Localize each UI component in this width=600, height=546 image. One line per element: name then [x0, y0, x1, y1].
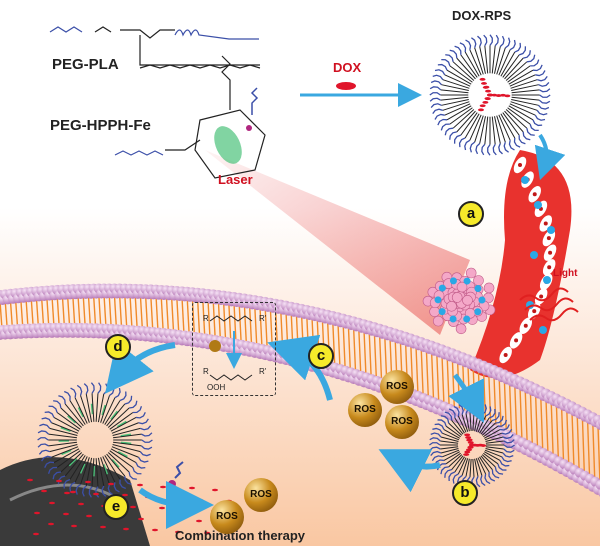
released-dox	[197, 498, 203, 502]
ros-sphere: ROS	[348, 393, 382, 427]
light-label: Light	[553, 268, 578, 279]
released-dox	[56, 479, 62, 483]
released-dox	[137, 483, 143, 487]
ros-sphere: ROS	[380, 370, 414, 404]
nanoparticle-in-cell	[429, 402, 515, 488]
nanoparticle-dot	[543, 276, 551, 284]
released-dox	[64, 491, 70, 495]
lipid-head	[595, 479, 600, 490]
disassembled-nanoparticle	[27, 382, 232, 536]
released-dox	[93, 492, 99, 496]
released-dox	[160, 485, 166, 489]
lipid-peroxidation-inset: R R' R R' OOH	[192, 302, 276, 396]
nanoparticle-dot	[521, 176, 529, 184]
nanoparticle-dot	[530, 251, 538, 259]
released-dox	[34, 511, 40, 515]
step-d-badge: d	[105, 334, 131, 360]
released-dox	[159, 506, 165, 510]
laser-beam	[205, 150, 470, 335]
released-dox	[174, 496, 180, 500]
arrow-icon	[534, 133, 566, 181]
step-c-badge: c	[308, 343, 334, 369]
released-dox	[85, 480, 91, 484]
released-dox	[130, 505, 136, 509]
released-dox	[70, 490, 76, 494]
released-dox	[27, 478, 33, 482]
laser-label: Laser	[218, 172, 253, 187]
light-icon	[519, 287, 579, 322]
r-prime-group: R'	[259, 314, 267, 323]
released-dox	[196, 519, 202, 523]
combination-therapy-label: Combination therapy	[175, 528, 306, 543]
released-dox	[78, 502, 84, 506]
step-b-badge: b	[452, 480, 478, 506]
arrow-icon	[105, 341, 176, 394]
released-dox	[189, 486, 195, 490]
released-dox	[49, 501, 55, 505]
tem-image	[0, 457, 150, 546]
peg-pla-structure	[49, 26, 261, 69]
peg-hpph-fe-structure	[114, 55, 266, 179]
nanoparticle-dot	[534, 201, 542, 209]
released-dox	[63, 512, 69, 516]
released-dox	[175, 530, 181, 534]
dox-molecule	[336, 82, 356, 90]
released-dox	[71, 524, 77, 528]
r-group: R	[203, 314, 209, 323]
step-a-badge: a	[458, 201, 484, 227]
tumor-cluster	[422, 267, 496, 335]
released-dox	[100, 525, 106, 529]
released-dox	[212, 488, 218, 492]
nanoparticle-dot	[539, 326, 547, 334]
blood-vessel	[470, 150, 572, 378]
r-prime-group: R'	[259, 367, 267, 376]
arrow-icon	[138, 480, 214, 529]
ros-sphere: ROS	[244, 478, 278, 512]
released-dox	[86, 514, 92, 518]
step-e-badge: e	[103, 494, 129, 520]
dox-rps-nanoparticle	[429, 34, 551, 156]
released-dox	[152, 528, 158, 532]
released-dox	[204, 531, 210, 535]
peg-hpph-fe-label: PEG-HPPH-Fe	[50, 117, 151, 134]
nanoparticle-dot	[547, 226, 555, 234]
released-dox	[41, 489, 47, 493]
ros-sphere: ROS	[210, 500, 244, 534]
released-dox	[138, 517, 144, 521]
ros-sphere: ROS	[385, 405, 419, 439]
released-dox	[108, 482, 114, 486]
released-dox	[123, 527, 129, 531]
arrow-icon	[448, 373, 484, 423]
r-group: R	[203, 367, 209, 376]
peg-pla-label: PEG-PLA	[52, 56, 119, 73]
released-dox	[167, 518, 173, 522]
dox-label: DOX	[333, 60, 362, 75]
cell-membrane	[0, 283, 600, 497]
released-dox	[182, 508, 188, 512]
arrow-icon	[378, 449, 441, 493]
released-dox	[48, 522, 54, 526]
released-dox	[33, 532, 39, 536]
dox-rps-label: DOX-RPS	[452, 8, 512, 23]
hydroperoxide-group: OOH	[207, 383, 226, 392]
